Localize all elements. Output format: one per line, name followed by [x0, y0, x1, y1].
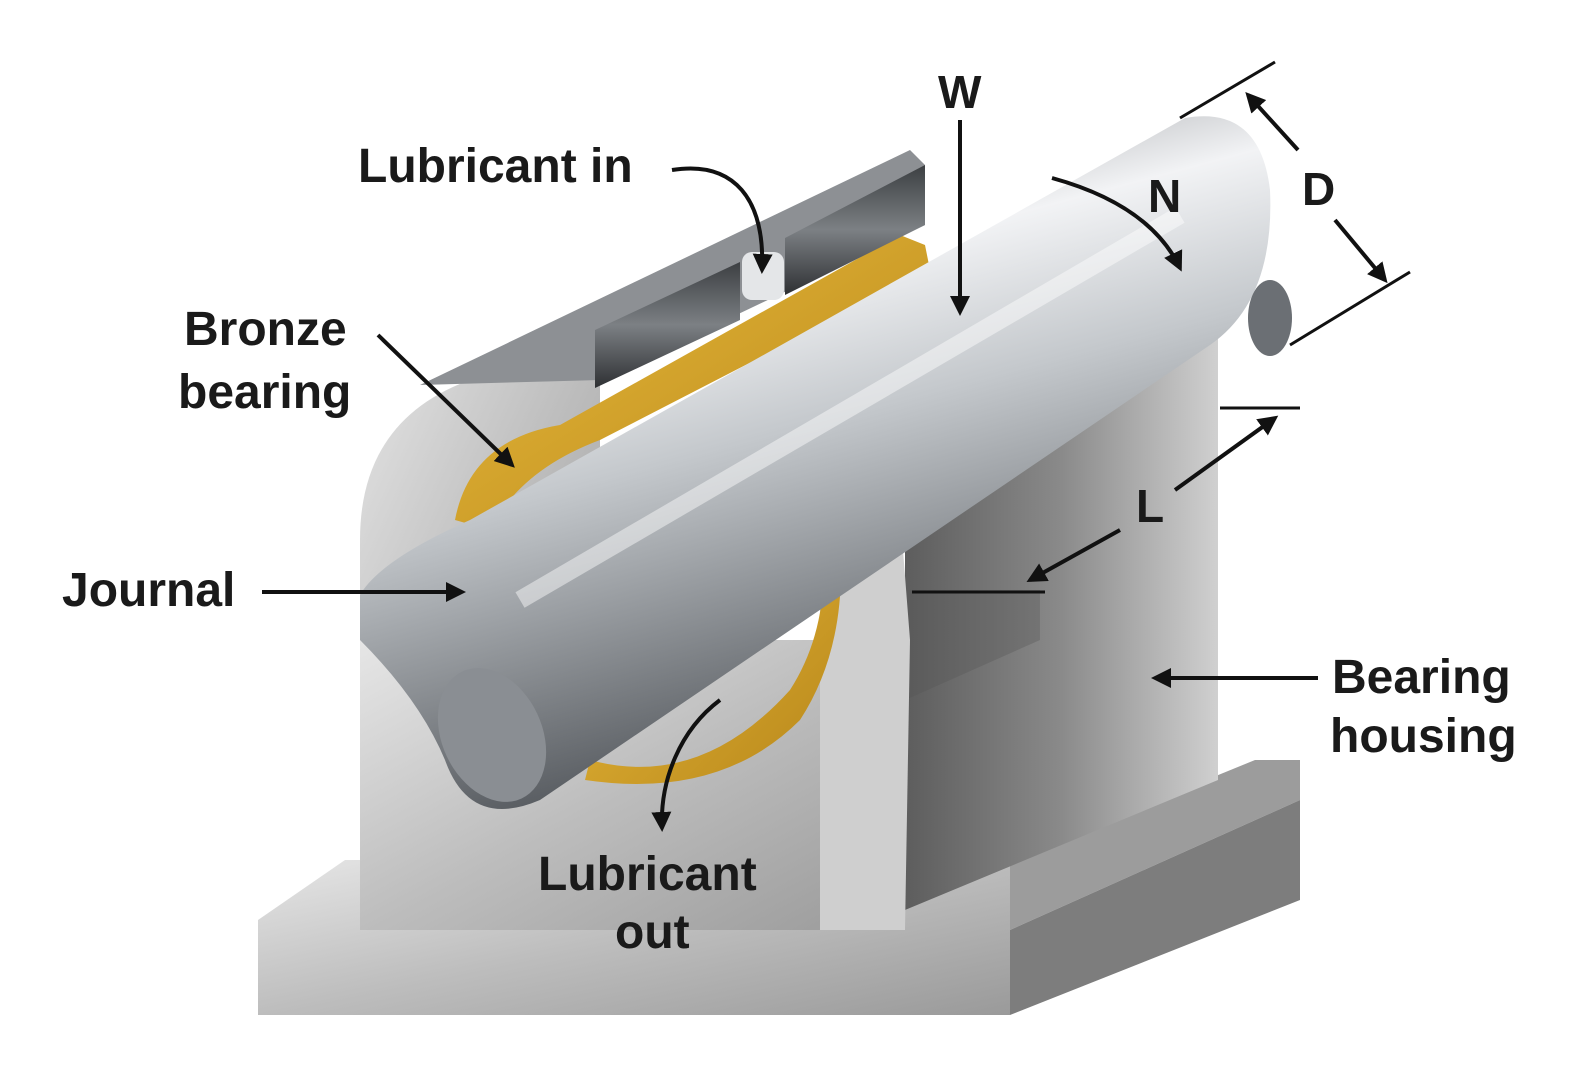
- lubricant-inlet-hole: [742, 252, 784, 300]
- d-dim-arrow-bottom: [1333, 218, 1388, 284]
- n-rotation-arrow: [1051, 176, 1183, 272]
- housing-top: [420, 150, 925, 385]
- bronze-bearing: [455, 165, 930, 784]
- label-housing-line1: Bearing: [1332, 651, 1511, 704]
- label-lubricant-in: Lubricant in: [358, 140, 633, 193]
- labels: Lubricant in W N D Bronze bearing Journa…: [62, 66, 1517, 959]
- label-bronze-line2: bearing: [178, 366, 351, 419]
- d-extension-bottom: [1289, 270, 1411, 347]
- lubricant-out-arrow: [651, 698, 722, 832]
- d-extension-top: [1179, 60, 1276, 120]
- housing-flange-right-side: [1010, 800, 1300, 1015]
- label-bronze-line1: Bronze: [184, 303, 347, 356]
- journal-body: [360, 116, 1271, 809]
- bearing-window-left: [595, 262, 740, 388]
- label-w: W: [938, 66, 982, 118]
- bronze-shell-lower: [585, 520, 841, 784]
- lubricant-in-arrow: [671, 166, 773, 274]
- label-housing-line2: housing: [1330, 710, 1517, 763]
- journal-shaft: [360, 116, 1292, 809]
- housing-side-groove: [905, 590, 1040, 700]
- l-dim-arrow-bottom: [1026, 528, 1121, 582]
- bronze-arrow: [376, 333, 515, 468]
- d-dim-arrow-top: [1245, 92, 1300, 152]
- journal-back-end: [1248, 280, 1292, 356]
- label-journal: Journal: [62, 564, 235, 617]
- housing-cheek: [820, 509, 910, 930]
- housing-flange-right-top: [1010, 760, 1300, 930]
- journal-highlight: [515, 207, 1185, 608]
- bearing-window-right: [785, 165, 925, 295]
- annotations: [262, 60, 1411, 832]
- label-lubricant-out-line1: Lubricant: [538, 848, 757, 901]
- l-dim-arrow-top: [1173, 415, 1279, 492]
- journal-front-end: [437, 668, 547, 802]
- label-lubricant-out-line2: out: [615, 906, 690, 959]
- bronze-shell-front: [455, 235, 930, 530]
- label-n: N: [1148, 170, 1181, 222]
- label-d: D: [1302, 163, 1335, 215]
- label-l: L: [1136, 480, 1164, 532]
